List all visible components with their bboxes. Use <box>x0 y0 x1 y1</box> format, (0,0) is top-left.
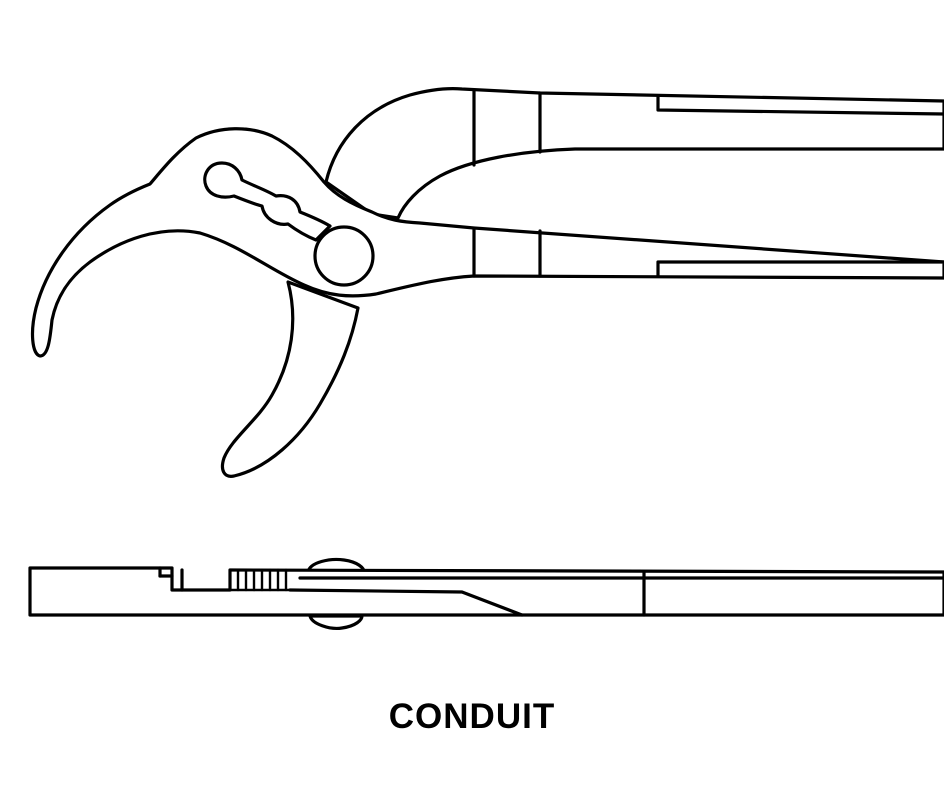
adjustment-slot <box>203 161 332 242</box>
edge-handle-taper <box>288 588 524 617</box>
figure-caption: CONDUIT <box>388 697 556 736</box>
lower-handle-channel <box>656 260 944 278</box>
lower-jaw <box>220 280 360 478</box>
pivot-nut-bottom <box>308 614 364 630</box>
pliers-edge-view <box>28 557 944 630</box>
upper-jaw <box>30 127 944 358</box>
ratchet-teeth <box>228 568 292 592</box>
pliers-side-view <box>30 87 944 478</box>
upper-handle-channel <box>656 95 944 116</box>
upper-handle <box>324 87 944 220</box>
pivot-pin <box>313 225 375 287</box>
